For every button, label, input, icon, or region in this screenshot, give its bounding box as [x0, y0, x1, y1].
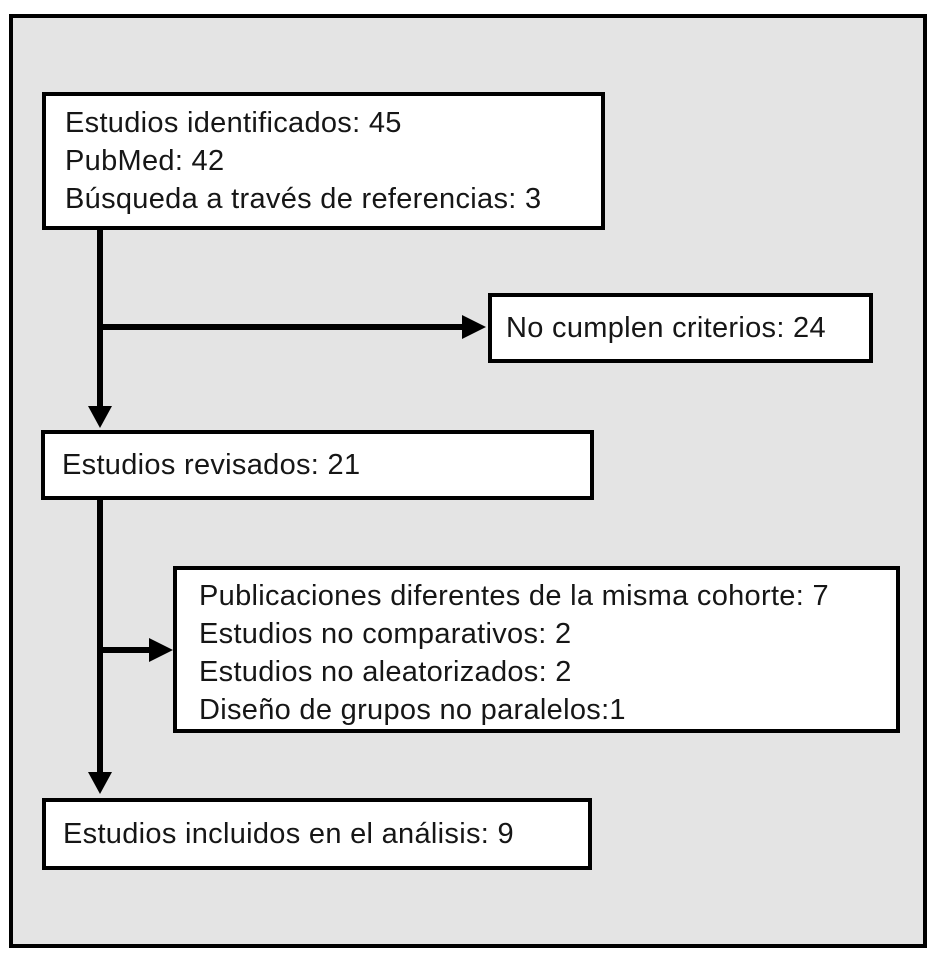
box-text-line: Estudios no aleatorizados: 2 — [199, 656, 572, 688]
box-estudios-incluidos: Estudios incluidos en el análisis: 9 — [42, 798, 592, 870]
box-text-line: PubMed: 42 — [65, 145, 225, 177]
box-text-line: Estudios no comparativos: 2 — [199, 618, 572, 650]
box-text-line: Estudios revisados: 21 — [62, 449, 361, 481]
arrow-down-icon — [88, 406, 112, 428]
connector-branch-to-criteria — [97, 324, 463, 330]
box-text-line: Estudios incluidos en el análisis: 9 — [63, 818, 514, 850]
connector-reviewed-to-included — [97, 496, 103, 774]
box-estudios-revisados: Estudios revisados: 21 — [41, 430, 594, 500]
box-no-cumplen-criterios: No cumplen criterios: 24 — [488, 293, 873, 363]
box-text-line: Estudios identificados: 45 — [65, 107, 402, 139]
box-text-line: Publicaciones diferentes de la misma coh… — [199, 580, 829, 612]
arrow-right-icon — [149, 638, 173, 662]
arrow-down-icon — [88, 772, 112, 794]
connector-branch-to-excluded — [97, 647, 151, 653]
connector-identified-to-reviewed — [97, 226, 103, 408]
box-text-line: Búsqueda a través de referencias: 3 — [65, 183, 542, 215]
box-text-line: No cumplen criterios: 24 — [506, 312, 826, 344]
box-estudios-identificados: Estudios identificados: 45 PubMed: 42 Bú… — [42, 92, 605, 230]
box-motivos-exclusion: Publicaciones diferentes de la misma coh… — [173, 566, 900, 733]
arrow-right-icon — [462, 315, 486, 339]
box-text-line: Diseño de grupos no paralelos:1 — [199, 694, 626, 726]
